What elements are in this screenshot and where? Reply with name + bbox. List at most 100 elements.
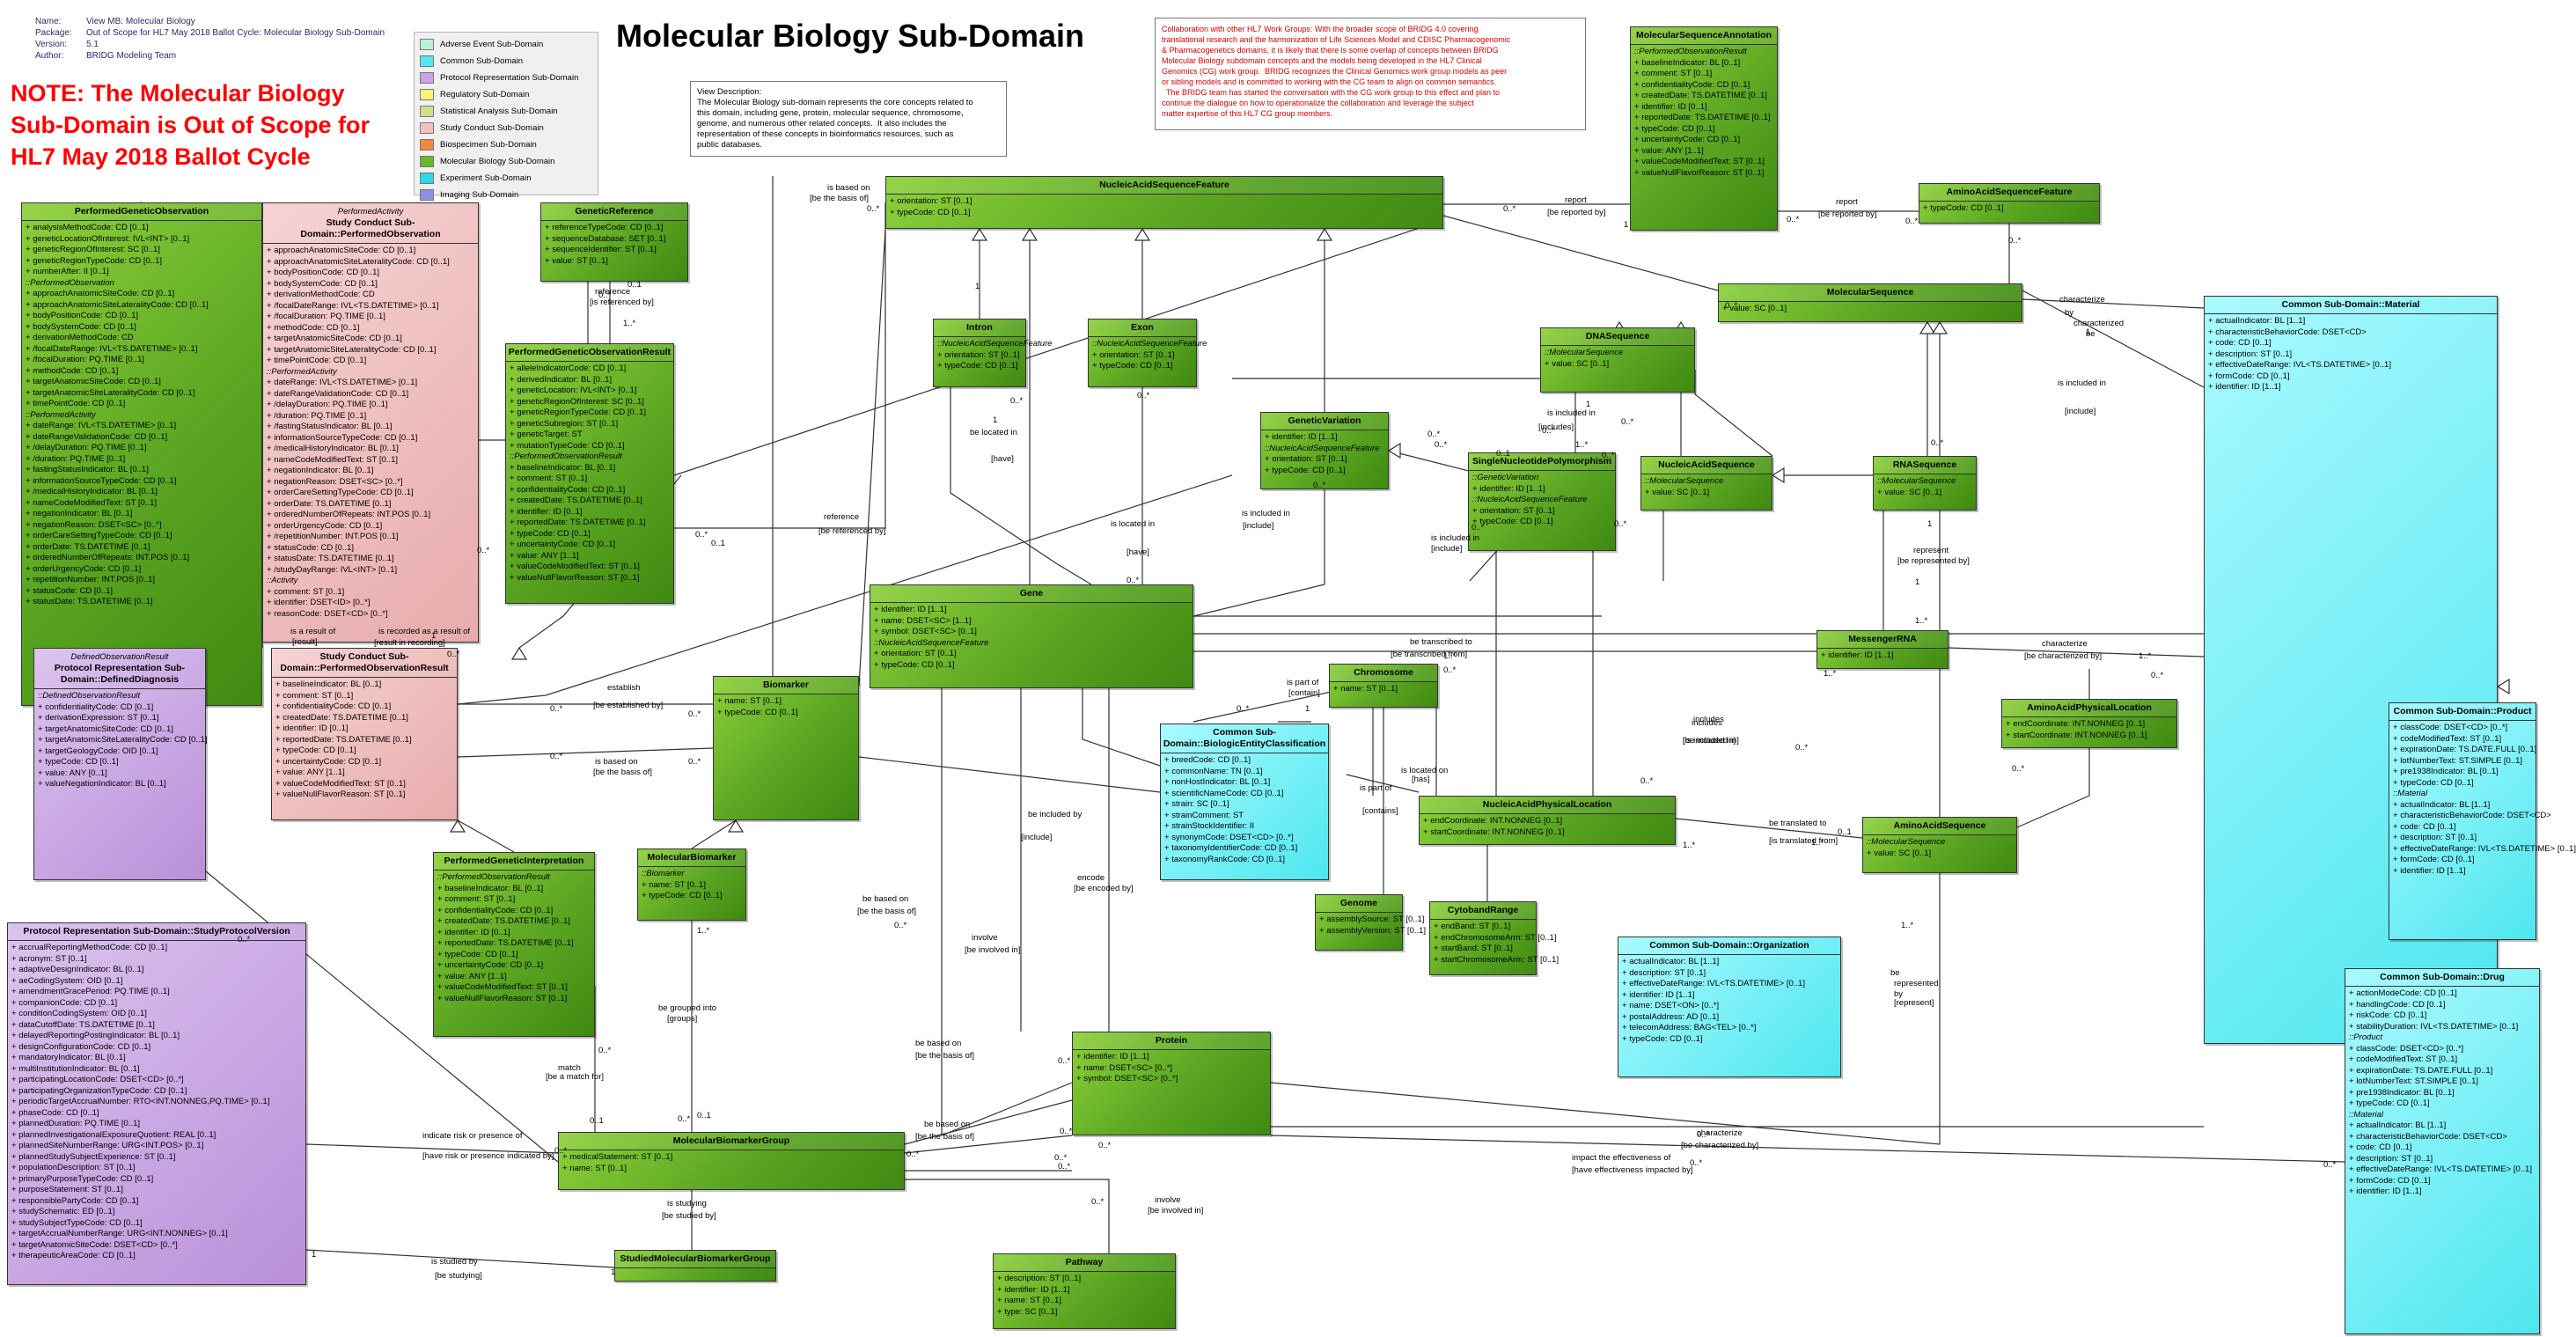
legend-item: Regulatory Sub-Domain <box>420 86 592 103</box>
class-attribute: plannedInvestigationalExposureQuotient: … <box>11 1130 302 1142</box>
uml-class[interactable]: NucleicAcidPhysicalLocationendCoordinate… <box>1419 796 1676 845</box>
class-attribute: plannedStudySubjectExperience: ST [0..1] <box>11 1152 302 1164</box>
association-label: be based on <box>924 1120 971 1129</box>
class-name: Gene <box>1019 588 1044 599</box>
uml-class[interactable]: NucleicAcidSequenceFeatureorientation: S… <box>885 176 1443 229</box>
uml-class[interactable]: Common Sub-Domain::DrugactionModeCode: C… <box>2345 968 2540 1334</box>
class-attribute: typeCode: CD [0..1] <box>874 660 1189 672</box>
association-label: characterize <box>2042 639 2088 649</box>
uml-class[interactable]: RNASequence::MolecularSequencevalue: SC … <box>1873 456 1977 511</box>
uml-class[interactable]: SingleNucleotidePolymorphism::GeneticVar… <box>1468 452 1616 551</box>
class-attribute: orderedNumberOfRepeats: INT.POS [0..1] <box>267 510 474 521</box>
uml-class[interactable]: Geneidentifier: ID [1..1]name: DSET<SC> … <box>870 584 1193 688</box>
class-name: Intron <box>966 322 993 333</box>
class-attributes: ::Biomarkername: ST [0..1]typeCode: CD [… <box>638 867 745 904</box>
inherited-section: ::Material <box>2393 789 2428 798</box>
uml-class[interactable]: Intron::NucleicAcidSequenceFeatureorient… <box>933 319 1052 387</box>
class-attribute: characteristicBehaviorCode: DSET<CD> <box>2208 327 2493 339</box>
uml-class[interactable]: Biomarkername: ST [0..1]typeCode: CD [0.… <box>713 676 859 820</box>
class-attribute: /fastingStatusIndicator: BL [0..1] <box>267 422 474 433</box>
association-line <box>2022 290 2205 388</box>
class-attribute: /focalDuration: PQ.TIME [0..1] <box>267 312 474 323</box>
association-line <box>2016 748 2090 828</box>
uml-class[interactable]: PerformedGeneticObservationanalysisMetho… <box>21 202 262 706</box>
uml-class[interactable]: NucleicAcidSequence::MolecularSequenceva… <box>1640 456 1772 511</box>
class-name: MolecularBiomarkerGroup <box>672 1135 790 1146</box>
uml-class[interactable]: Chromosomename: ST [0..1] <box>1329 664 1438 708</box>
class-attribute: valueNegationIndicator: BL [0..1] <box>38 779 202 790</box>
uml-class[interactable]: MolecularBiomarker::Biomarkername: ST [0… <box>637 848 746 921</box>
class-attribute: description: ST [0..1] <box>2208 349 2493 361</box>
inherited-section: ::DefinedObservationResult <box>38 691 141 701</box>
uml-class[interactable]: AminoAcidSequence::MolecularSequencevalu… <box>1862 817 2017 873</box>
uml-class[interactable]: StudiedMolecularBiomarkerGroup <box>614 1250 776 1282</box>
uml-class[interactable]: GeneticVariationidentifier: ID [1..1]::N… <box>1260 412 1389 489</box>
uml-class[interactable]: AminoAcidPhysicalLocationendCoordinate: … <box>2001 699 2177 748</box>
class-attribute: formCode: CD [0..1] <box>2208 371 2493 383</box>
legend-label: Statistical Analysis Sub-Domain <box>440 107 558 116</box>
legend-swatch <box>420 173 434 184</box>
class-attribute: referenceTypeCode: CD [0..1] <box>545 223 684 234</box>
association-label: 0..* <box>1091 1197 1105 1207</box>
uml-class[interactable]: MolecularSequenceAnnotation::PerformedOb… <box>1630 26 1778 231</box>
class-attribute: targetAnatomicSiteCode: CD [0..1] <box>26 377 258 388</box>
association-label: be translated to <box>1769 819 1827 828</box>
class-attribute: name: ST [0..1] <box>717 696 855 708</box>
uml-class[interactable]: Common Sub-Domain::BiologicEntityClassif… <box>1160 724 1329 880</box>
class-attribute: description: ST [0..1] <box>2393 833 2532 844</box>
class-name: AminoAcidSequenceFeature <box>1946 187 2073 197</box>
class-attribute: identifier: ID [0..1] <box>437 928 591 939</box>
association-line <box>205 871 559 1163</box>
association-label: 0..* <box>867 204 880 214</box>
class-attributes: typeCode: CD [0..1] <box>1919 202 2099 217</box>
uml-class[interactable]: Common Sub-Domain::OrganizationactualInd… <box>1618 937 1841 1077</box>
uml-class[interactable]: GenomeassemblySource: ST [0..1]assemblyV… <box>1315 894 1426 951</box>
class-attribute: statusCode: CD [0..1] <box>267 543 474 555</box>
class-attribute: statusDate: TS.DATETIME [0..1] <box>267 554 474 565</box>
uml-class[interactable]: DNASequence::MolecularSequencevalue: SC … <box>1540 327 1695 393</box>
class-attribute: name: ST [0..1] <box>1333 684 1434 695</box>
class-attribute: geneticRegionOfInterest: SC [0..1] <box>510 397 670 408</box>
class-attribute: studySchematic: ED [0..1] <box>11 1207 302 1218</box>
uml-class[interactable]: AminoAcidSequenceFeature typeCode: CD [0.… <box>1919 183 2100 224</box>
uml-class[interactable]: GeneticReferencereferenceTypeCode: CD [0… <box>540 202 688 282</box>
association-label: [includes] <box>1538 422 1574 432</box>
class-attribute: reportedDate: TS.DATETIME [0..1] <box>1634 113 1773 124</box>
association-label: 0..1 <box>1838 827 1852 837</box>
class-attribute: geneticRegionOfInterest: SC [0..1] <box>26 245 258 256</box>
generalization-arrow <box>1021 227 1038 241</box>
class-attribute: baselineIndicator: BL [0..1] <box>437 884 591 895</box>
uml-class[interactable]: Exon::NucleicAcidSequenceFeatureorientat… <box>1088 319 1207 387</box>
uml-class[interactable]: Study Conduct Sub-Domain::PerformedObser… <box>271 648 458 820</box>
association-label: includes <box>1692 718 1722 728</box>
uml-class[interactable]: MolecularBiomarkerGroupmedicalStatement:… <box>558 1132 905 1190</box>
class-name: GeneticVariation <box>1288 415 1361 426</box>
uml-class[interactable]: MolecularSequencevalue: SC [0..1] <box>1718 283 2022 322</box>
association-line <box>1193 489 1325 617</box>
association-label: 0..* <box>1237 704 1250 714</box>
class-header: Exon <box>1089 320 1196 337</box>
class-attribute: /focalDateRange: IVL<TS.DATETIME> [0..1] <box>267 301 474 312</box>
class-attribute: targetAnatomicSiteCode: CD [0..1] <box>267 334 474 345</box>
class-header: AminoAcidPhysicalLocation <box>2002 700 2176 717</box>
association-label: is located on <box>1401 766 1449 775</box>
uml-class[interactable]: Pathwaydescription: ST [0..1]identifier:… <box>993 1253 1176 1329</box>
class-attribute: orderUrgencyCode: CD [0..1] <box>267 521 474 533</box>
uml-class[interactable]: Protocol Representation Sub-Domain::Stud… <box>7 922 306 1285</box>
class-attribute: /medicalHistoryIndicator: BL [0..1] <box>267 444 474 455</box>
class-name: MolecularBiomarker <box>647 852 737 863</box>
legend-label: Biospecimen Sub-Domain <box>440 140 537 150</box>
association-label: 0..* <box>2151 671 2164 680</box>
inherited-section: ::PerformedActivity <box>267 366 337 377</box>
uml-class[interactable]: PerformedGeneticInterpretation::Performe… <box>433 852 595 1037</box>
uml-class[interactable]: Common Sub-Domain::ProductclassCode: DSE… <box>2389 702 2576 940</box>
uml-class[interactable]: PerformedGeneticObservationResultalleleI… <box>505 343 674 604</box>
association-label: [is referenced by] <box>590 298 654 307</box>
class-attribute: valueNullFlavorReason: ST [0..1] <box>1634 168 1773 180</box>
uml-class[interactable]: CytobandRangeendBand: ST [0..1]endChromo… <box>1429 901 1559 975</box>
class-attribute: typeCode: CD [0..1] <box>890 208 1439 219</box>
uml-class[interactable]: MessengerRNAidentifier: ID [1..1] <box>1816 630 1949 669</box>
uml-class[interactable]: Proteinidentifier: ID [1..1]name: DSET<S… <box>1072 1032 1271 1135</box>
